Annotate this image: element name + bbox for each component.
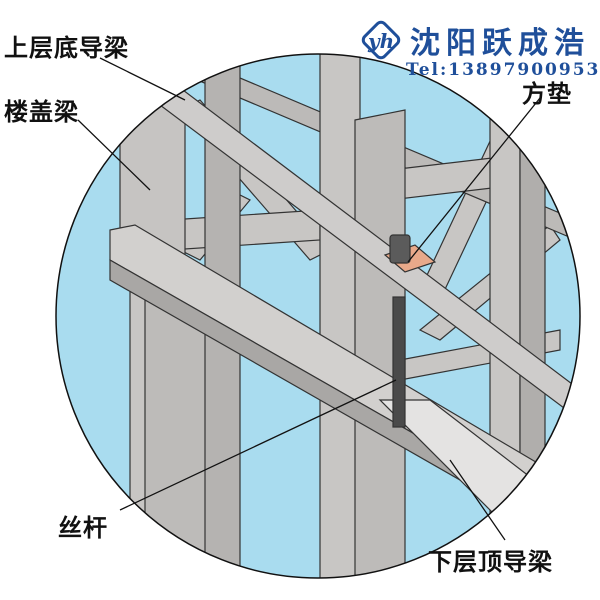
logo-mark-icon: yh [361,20,401,60]
leader-line [449,459,506,541]
company-phone: Tel:13897900953 [406,60,600,80]
label-lower-top-guide-beam: 下层顶导梁 [428,548,553,576]
label-upper-bottom-guide-beam: 上层底导梁 [4,34,129,62]
label-screw-rod: 丝杆 [58,514,108,542]
detail-circle [55,53,581,579]
screw-rod [392,296,406,428]
label-floor-cover-beam: 楼盖梁 [4,98,79,126]
leader-line [77,119,151,191]
company-name: 沈阳跃成浩 [410,26,590,61]
nut [389,234,411,264]
upper-bottom-guide-beam [98,54,580,422]
label-square-washer: 方垫 [522,80,572,108]
leader-line [99,57,186,101]
column-center [319,54,361,578]
svg-text:yh: yh [367,29,394,53]
leader-line [119,379,397,511]
leader-line [407,97,541,263]
company-logo: yh 沈阳跃成浩 [358,18,590,62]
